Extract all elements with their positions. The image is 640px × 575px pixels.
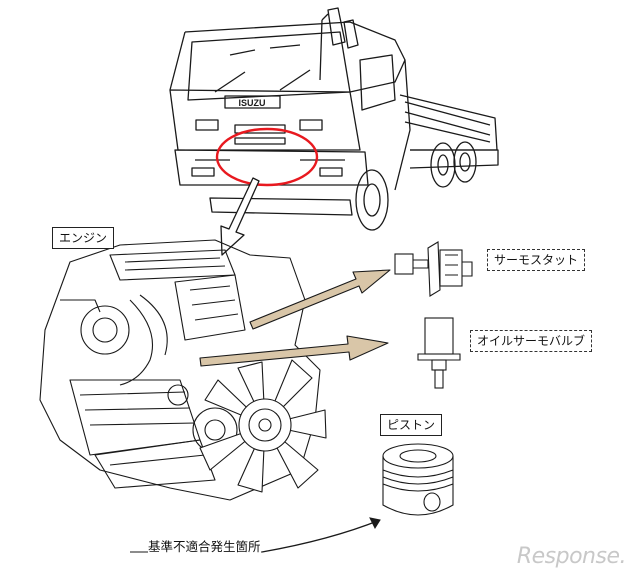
highlight-ellipse [215, 127, 319, 187]
cooling-fan [199, 359, 327, 493]
nonconformity-leader-line [261, 519, 381, 553]
response-watermark: Response. [516, 544, 627, 569]
nonconformity-arrowhead [369, 517, 381, 530]
truck-illustration [169, 7, 499, 231]
thermostat-label: サーモスタット [487, 249, 586, 271]
arrow-to-thermostat [249, 269, 391, 330]
piston-part [382, 443, 454, 516]
thermostat-part [394, 241, 473, 297]
oil-thermo-valve-label: オイルサーモバルブ [470, 330, 593, 352]
arrow-to-oil-thermo-valve [199, 335, 389, 367]
truck-brand-text: ISUZU [239, 98, 266, 108]
nonconformity-location-label: 基準不適合発生箇所 [148, 538, 261, 556]
oil-thermo-valve-part [417, 317, 461, 389]
engine-label: エンジン [52, 227, 115, 249]
truck-to-engine-arrow [220, 177, 260, 256]
piston-label: ピストン [380, 414, 443, 436]
engine-illustration [39, 239, 321, 501]
